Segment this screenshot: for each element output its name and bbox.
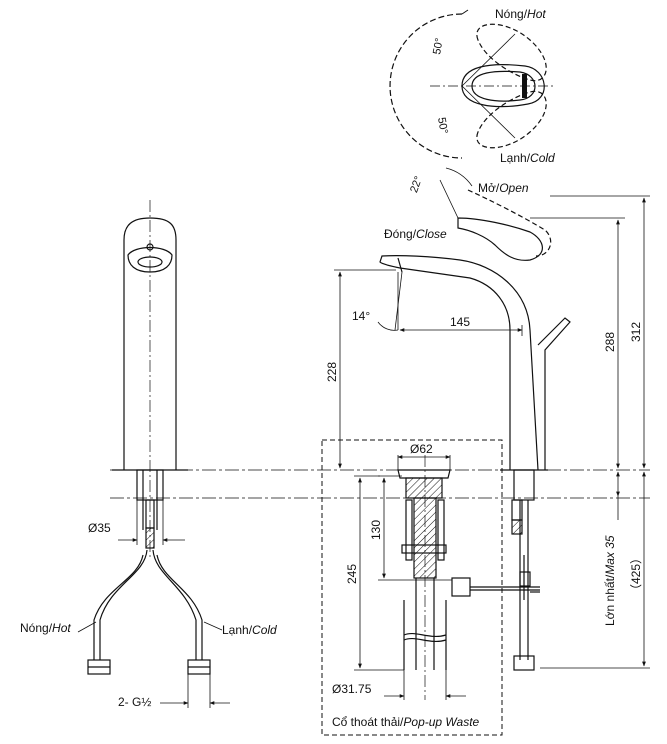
dim-312-label: 312 (629, 322, 643, 342)
dim-245-label: 245 (345, 564, 359, 584)
angle-14-dim (377, 271, 403, 331)
dim-228-label: 228 (325, 362, 339, 382)
cold-label-top: Lạnh/Cold (500, 151, 555, 165)
front-view-faucet (87, 200, 211, 675)
countertop-lines (110, 469, 650, 499)
dim-3175 (384, 670, 466, 700)
dim-130 (378, 475, 452, 581)
angle-14-label: 14° (352, 309, 370, 323)
dim-130-label: 130 (369, 520, 383, 540)
dim-145 (399, 325, 523, 336)
waste-box (321, 439, 503, 736)
dim-35 (118, 500, 185, 545)
side-view-faucet (379, 189, 571, 671)
waste-label: Cổ thoát thải/Pop-up Waste (332, 715, 480, 729)
close-label: Đóng/Close (384, 227, 447, 241)
angle-22-dim (439, 167, 473, 219)
dim-3175-label: Ø31.75 (332, 682, 372, 696)
dim-max35 (540, 471, 650, 669)
open-label: Mở/Open (478, 181, 529, 195)
dim-62 (397, 455, 451, 470)
dim-312 (550, 195, 650, 469)
dim-35-label: Ø35 (88, 521, 111, 535)
dim-245 (354, 475, 404, 671)
dim-thread (160, 674, 230, 708)
angle-50-upper: 50° (431, 37, 446, 55)
angle-22-label: 22° (408, 175, 425, 195)
hot-label-top: Nóng/Hot (495, 7, 546, 21)
dim-228 (334, 269, 396, 469)
popup-waste (397, 455, 540, 700)
dim-288 (530, 217, 625, 469)
dim-145-label: 145 (450, 315, 470, 329)
hot-hose-label: Nóng/Hot (20, 621, 71, 635)
cold-hose-label: Lạnh/Cold (222, 623, 277, 637)
top-view-handle (389, 9, 555, 159)
angle-50-lower: 50° (435, 116, 450, 134)
thread-label: 2- G½ (118, 695, 151, 709)
dim-425-label: （425） (629, 552, 643, 596)
dim-288-label: 288 (603, 332, 617, 352)
max35-label: Lớn nhất/Max 35 (603, 535, 617, 626)
dim-62-label: Ø62 (410, 442, 433, 456)
